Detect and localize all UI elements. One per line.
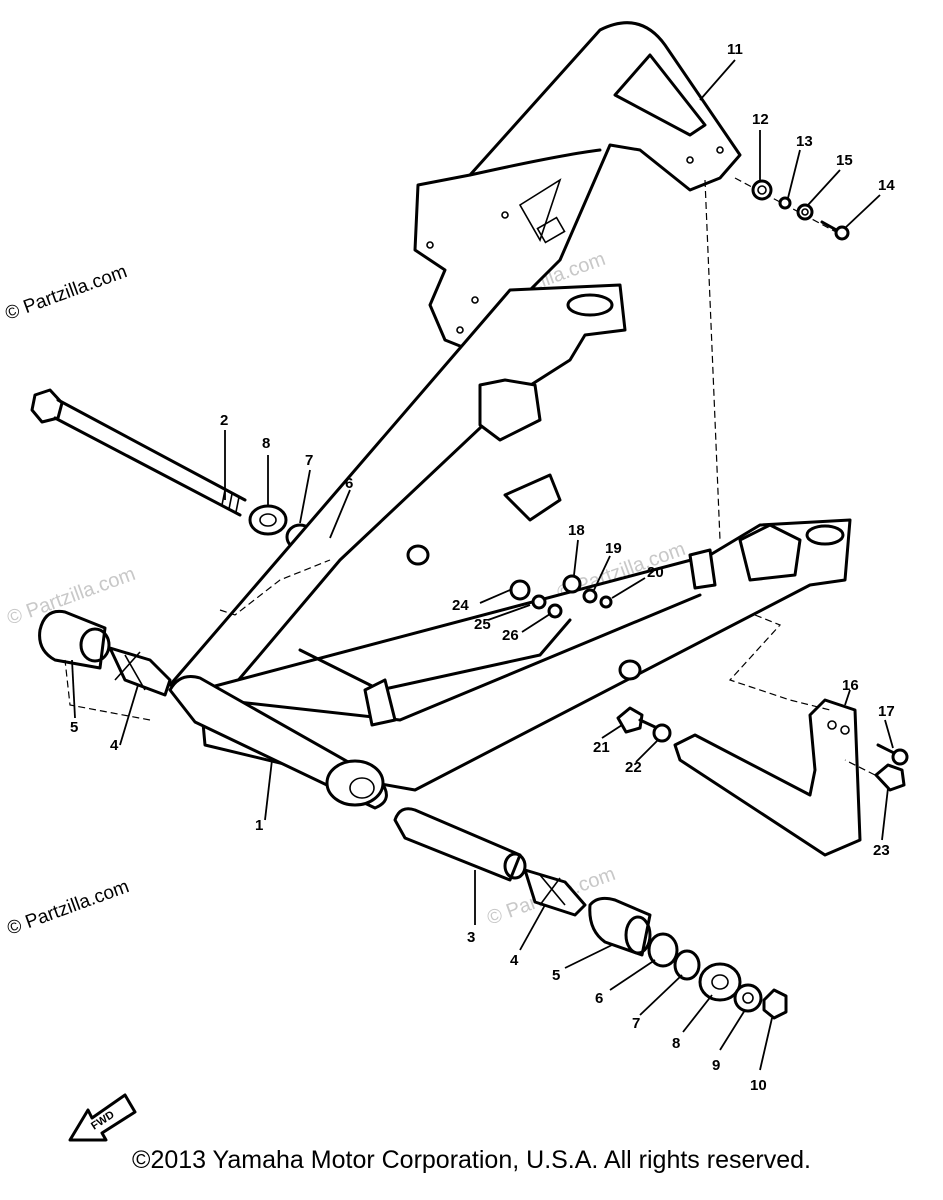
callout-4-left: 4: [110, 737, 119, 754]
callout-26: 26: [502, 627, 519, 644]
bracket-dash-line: [64, 659, 151, 721]
callout-16: 16: [842, 677, 859, 694]
callout-24: 24: [452, 597, 469, 614]
bracket-dash-right: [728, 614, 831, 711]
copyright-notice: ©2013 Yamaha Motor Corporation, U.S.A. A…: [132, 1146, 811, 1174]
callout-11: 11: [727, 41, 743, 58]
pivot-shaft: [30, 388, 247, 517]
callout-4-right: 4: [510, 952, 519, 969]
callout-5-right: 5: [552, 967, 560, 984]
callout-12: 12: [752, 111, 769, 128]
lower-dash-line: [219, 559, 331, 616]
right-axle-stack: [393, 807, 788, 1020]
leader-lines: [71, 59, 894, 1071]
watermark-bottom-left: © Partzilla.com: [5, 876, 132, 940]
callout-8-right: 8: [672, 1035, 680, 1052]
callout-7-left: 7: [305, 452, 313, 469]
bracket-bolt-washer: [616, 706, 672, 743]
callout-13: 13: [796, 133, 813, 150]
callout-10: 10: [750, 1077, 767, 1094]
callout-14: 14: [878, 177, 895, 194]
callout-20: 20: [647, 564, 664, 581]
left-collar-bushing: [38, 609, 172, 697]
guard-dash-line: [704, 179, 721, 541]
pivot-tube: [168, 675, 388, 810]
callout-19: 19: [605, 540, 622, 557]
shock-hardware: [509, 574, 613, 619]
callout-25: 25: [474, 616, 491, 633]
callout-2: 2: [220, 412, 228, 429]
watermark-top-left: © Partzilla.com: [3, 261, 130, 325]
callout-1: 1: [255, 817, 263, 834]
callout-15: 15: [836, 152, 853, 169]
callout-labels: 1 2 3 4 5 6 7 8 9 10 11 12 13 14 15 16 1…: [70, 41, 895, 1094]
guard-hardware: [751, 179, 850, 241]
callout-23: 23: [873, 842, 890, 859]
callout-6-left: 6: [345, 475, 353, 492]
lower-bracket: [673, 698, 909, 857]
callout-21: 21: [593, 739, 610, 756]
callout-7-right: 7: [632, 1015, 640, 1032]
swingarm-body: [168, 283, 852, 792]
chain-guard: [413, 21, 742, 352]
callout-5-left: 5: [70, 719, 78, 736]
callout-22: 22: [625, 759, 642, 776]
fwd-arrow-icon: FWD: [68, 1093, 137, 1142]
callout-6-right: 6: [595, 990, 603, 1007]
callout-8-left: 8: [262, 435, 270, 452]
bolt23-dash: [844, 759, 876, 776]
callout-18: 18: [568, 522, 585, 539]
callout-9: 9: [712, 1057, 720, 1074]
callout-17: 17: [878, 703, 895, 720]
callout-3: 3: [467, 929, 475, 946]
